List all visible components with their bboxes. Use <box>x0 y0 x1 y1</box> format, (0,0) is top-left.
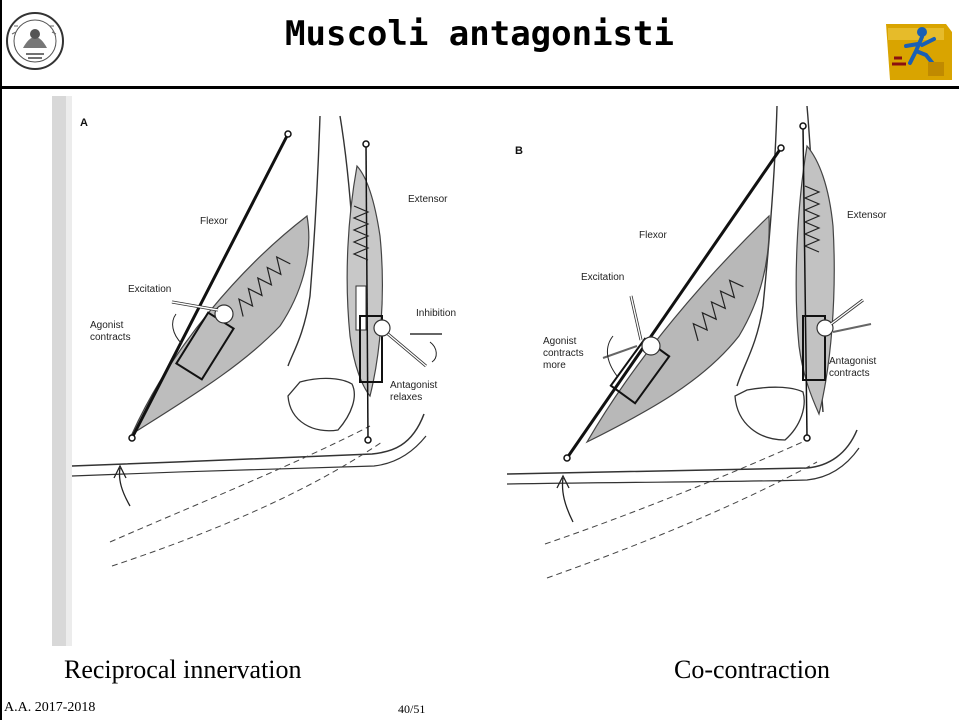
aislab-logo-icon <box>882 18 954 82</box>
antagonist-label-2: contracts <box>829 368 870 379</box>
caption-reciprocal: Reciprocal innervation <box>64 655 302 685</box>
scan-shadow <box>52 96 66 646</box>
flexor-muscle <box>132 216 309 434</box>
panel-letter: B <box>515 145 523 157</box>
diagram-panel-cocontraction: B Flexor Extensor Excitation Agonist con… <box>507 96 959 646</box>
title-divider <box>0 86 959 89</box>
slide-title: Muscoli antagonisti <box>0 14 959 54</box>
flexor-label: Flexor <box>639 230 667 241</box>
arm-diagram-b: B Flexor Extensor Excitation Agonist con… <box>507 96 959 646</box>
panel-letter: A <box>80 117 88 129</box>
inhibition-label: Inhibition <box>416 308 456 319</box>
flexor-muscle <box>587 216 769 442</box>
academic-year: A.A. 2017-2018 <box>4 700 95 716</box>
agonist-label-2: contracts <box>543 348 584 359</box>
extensor-muscle <box>347 166 382 396</box>
diagram-panel-reciprocal: A Flexor Extensor Excitation Inhibition … <box>52 96 476 646</box>
excitation-label: Excitation <box>128 284 171 295</box>
agonist-label: Agonist <box>543 336 577 347</box>
agonist-label: Agonist <box>90 320 124 331</box>
agonist-label-3: more <box>543 360 566 371</box>
extensor-label: Extensor <box>408 194 448 205</box>
agonist-label-2: contracts <box>90 332 131 343</box>
excitation-label: Excitation <box>581 272 624 283</box>
antagonist-label: Antagonist <box>390 380 437 391</box>
arm-diagram-a: A Flexor Extensor Excitation Inhibition … <box>52 96 476 646</box>
flexor-label: Flexor <box>200 216 228 227</box>
caption-cocontraction: Co-contraction <box>674 655 830 685</box>
page-number: 40/51 <box>398 702 425 717</box>
antagonist-label-2: relaxes <box>390 392 422 403</box>
extensor-label: Extensor <box>847 210 887 221</box>
antagonist-label: Antagonist <box>829 356 876 367</box>
